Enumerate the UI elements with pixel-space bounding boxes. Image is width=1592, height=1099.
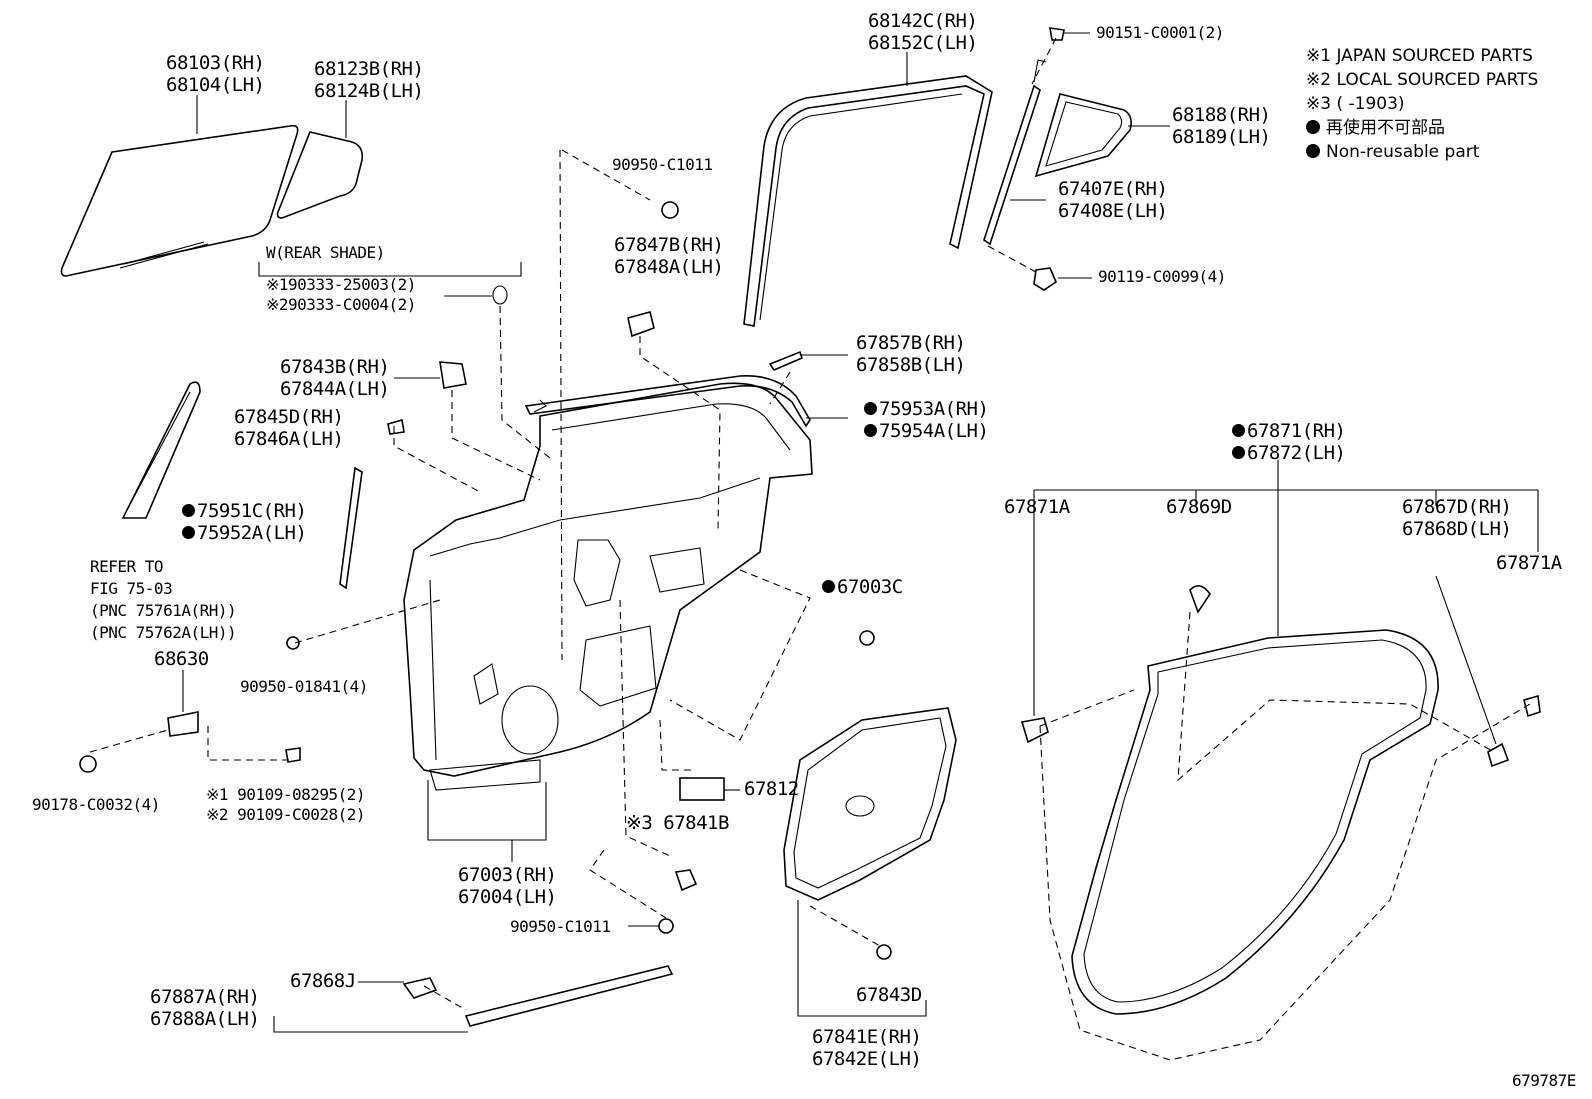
part-label: 67871(RH) [1232, 420, 1346, 442]
part-label: 68188(RH) [1172, 104, 1271, 126]
part-label: 67887A(RH) [150, 986, 260, 1008]
part-label: 67857B(RH) [856, 332, 966, 354]
quarter-glass-drawing [276, 100, 364, 219]
part-label: 75951C(RH) [182, 500, 307, 522]
part-label: 67846A(LH) [234, 428, 344, 450]
part-label: 67888A(LH) [150, 1008, 260, 1030]
weatherstrip-drawing [1020, 460, 1541, 1061]
legend-note-1: ※1 JAPAN SOURCED PARTS [1306, 46, 1533, 66]
non-reusable-dot-icon [1232, 424, 1245, 437]
dashed-leader-lines [89, 149, 811, 1011]
part-label: 67841E(RH) [812, 1026, 922, 1048]
legend-note-5: Non-reusable part [1326, 142, 1480, 162]
part-label: 75954A(LH) [864, 420, 989, 442]
part-label: ※290333-C0004(2) [266, 295, 416, 314]
part-label: 67004(LH) [458, 886, 557, 908]
part-label: 68124B(LH) [314, 80, 424, 102]
rear-shade-bracket [258, 262, 551, 459]
part-label: 90119-C0099(4) [1098, 267, 1226, 286]
part-label: 67871A [1496, 552, 1562, 574]
part-label: 90950-C1011 [510, 917, 611, 936]
belt-moulding-drawing [524, 375, 848, 428]
part-label: 67844A(LH) [280, 378, 390, 400]
screw-drawings-top [1033, 27, 1092, 291]
door-panel-drawing [403, 382, 813, 862]
part-label: 67845D(RH) [234, 406, 344, 428]
part-label: 67408E(LH) [1058, 200, 1168, 222]
non-reusable-dot-icon [1232, 446, 1245, 459]
part-label: 67858B(LH) [856, 354, 966, 376]
part-label: 67843D [856, 984, 922, 1006]
non-reusable-dot-icon [1306, 120, 1320, 134]
frame-moulding-drawing [121, 381, 363, 590]
rear-shade-label: W(REAR SHADE) [266, 243, 385, 262]
part-label: ※1 90109-08295(2) [206, 785, 366, 804]
part-label: 90178-C0032(4) [32, 795, 160, 814]
part-label: 67003(RH) [458, 864, 557, 886]
part-label: 67843B(RH) [280, 356, 390, 378]
part-label: 67407E(RH) [1058, 178, 1168, 200]
legend: ※1 JAPAN SOURCED PARTS ※2 LOCAL SOURCED … [1306, 44, 1538, 164]
hole-cover-drawing [783, 707, 957, 1017]
part-label: 68630 [154, 648, 209, 670]
part-label: 68142C(RH) [868, 10, 978, 32]
non-reusable-dot-icon [864, 424, 877, 437]
non-reusable-dot-icon [182, 526, 195, 539]
clip-drawings [79, 201, 892, 999]
part-label: 67847B(RH) [614, 234, 724, 256]
refer-note: REFER TO [90, 557, 164, 576]
part-label: 67868D(LH) [1402, 518, 1512, 540]
part-label: 90950-C1011 [612, 155, 713, 174]
part-label: 67869D [1166, 496, 1232, 518]
part-label: 67812 [744, 778, 799, 800]
glass-run-drawing [743, 37, 1057, 327]
non-reusable-dot-icon [1306, 144, 1320, 158]
door-glass-drawing [60, 95, 299, 277]
non-reusable-dot-icon [822, 580, 835, 593]
part-label: 68104(LH) [166, 74, 265, 96]
diagram-id: 679787E [1512, 1071, 1576, 1090]
lower-moulding-drawing [273, 965, 674, 1033]
part-label: ※2 90109-C0028(2) [206, 805, 366, 824]
non-reusable-dot-icon [864, 402, 877, 415]
legend-note-4: 再使用不可部品 [1326, 118, 1445, 138]
part-label: 68189(LH) [1172, 126, 1271, 148]
part-label: 90151-C0001(2) [1096, 23, 1224, 42]
part-label: ※190333-25003(2) [266, 275, 416, 294]
part-label: 68123B(RH) [314, 58, 424, 80]
non-reusable-dot-icon [182, 504, 195, 517]
part-label: 67848A(LH) [614, 256, 724, 278]
part-label: 68103(RH) [166, 52, 265, 74]
part-label: 90950-01841(4) [240, 677, 368, 696]
part-label: 75952A(LH) [182, 522, 307, 544]
part-label: 67867D(RH) [1402, 496, 1512, 518]
part-label: 67872(LH) [1232, 442, 1346, 464]
part-label: 67868J [290, 970, 356, 992]
part-label: ※3 67841B [626, 812, 729, 834]
part-label: 67842E(LH) [812, 1048, 922, 1070]
part-label: 67871A [1004, 496, 1070, 518]
part-label: 75953A(RH) [864, 398, 989, 420]
part-label: 68152C(LH) [868, 32, 978, 54]
quarter-window-assembly [1034, 93, 1170, 178]
legend-note-2: ※2 LOCAL SOURCED PARTS [1306, 70, 1539, 90]
legend-note-3: ※3 ( -1903) [1306, 94, 1405, 114]
part-label: 67003C [822, 576, 903, 598]
refer-note: (PNC 75761A(RH)) [90, 601, 237, 620]
refer-note: FIG 75-03 [90, 579, 173, 598]
refer-note: (PNC 75762A(LH)) [90, 623, 237, 642]
